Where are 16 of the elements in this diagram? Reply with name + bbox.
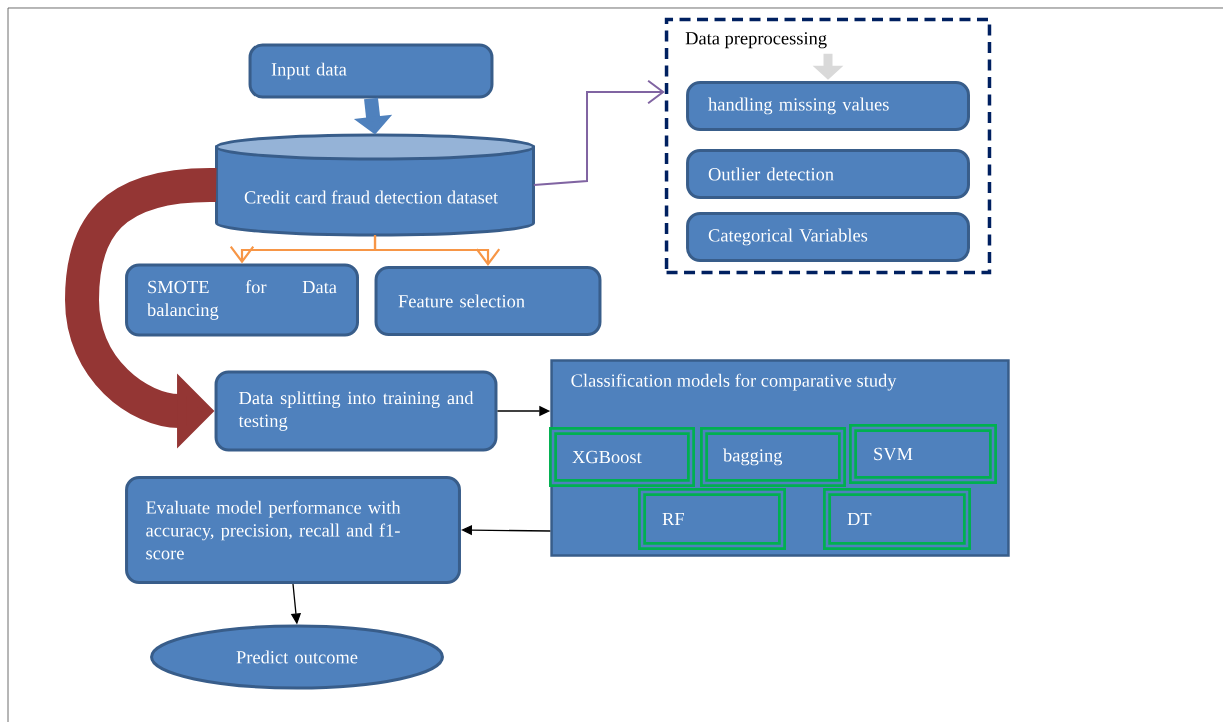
model-box: SVM: [849, 424, 997, 484]
arrow: [373, 235, 501, 266]
model-box: DT: [823, 488, 971, 550]
model-box: RF: [638, 488, 786, 550]
model-box: XGBoost: [549, 427, 695, 487]
model-box: bagging: [700, 427, 846, 487]
process-box: Categorical Variables: [686, 212, 970, 262]
process-box: Evaluate model performance with accuracy, precision, recall and f1-score: [125, 476, 461, 584]
dataset-cylinder: Credit card fraud detection dataset: [215, 133, 535, 237]
process-box: Outlier detection: [686, 149, 970, 199]
process-box: Feature selection: [374, 266, 602, 336]
process-box: Data splitting into training and testing: [214, 370, 498, 452]
process-box: handling missing values: [686, 81, 970, 131]
process-box: SMOTE for Data balancing: [125, 263, 359, 337]
process-box: Input data: [248, 43, 494, 99]
arrow: [532, 79, 665, 186]
